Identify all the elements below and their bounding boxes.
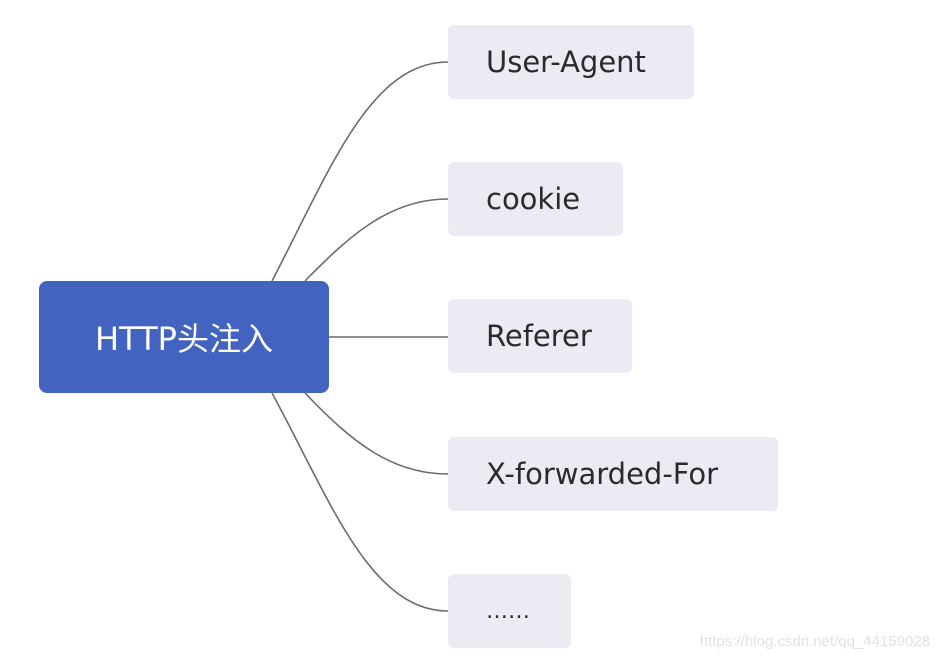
node-user-agent[interactable]: User-Agent (448, 25, 694, 99)
link-ellipsis (271, 392, 449, 612)
node-ellipsis[interactable]: …… (448, 574, 571, 648)
link-cookie (304, 198, 449, 282)
root-label: HTTP头注入 (95, 320, 273, 358)
node-label: …… (486, 598, 530, 624)
node-cookie[interactable]: cookie (448, 162, 623, 236)
root-node[interactable]: HTTP头注入 (39, 281, 329, 393)
node-label: Referer (486, 319, 592, 353)
node-x-forwarded-for[interactable]: X-forwarded-For (448, 437, 778, 511)
node-label: User-Agent (486, 45, 646, 79)
link-x-forwarded-for (304, 392, 449, 475)
node-referer[interactable]: Referer (448, 299, 632, 373)
node-label: cookie (486, 182, 581, 216)
node-label: X-forwarded-For (486, 457, 719, 491)
watermark: https://blog.csdn.net/qq_44159028 (699, 633, 930, 650)
link-user-agent (271, 61, 449, 282)
